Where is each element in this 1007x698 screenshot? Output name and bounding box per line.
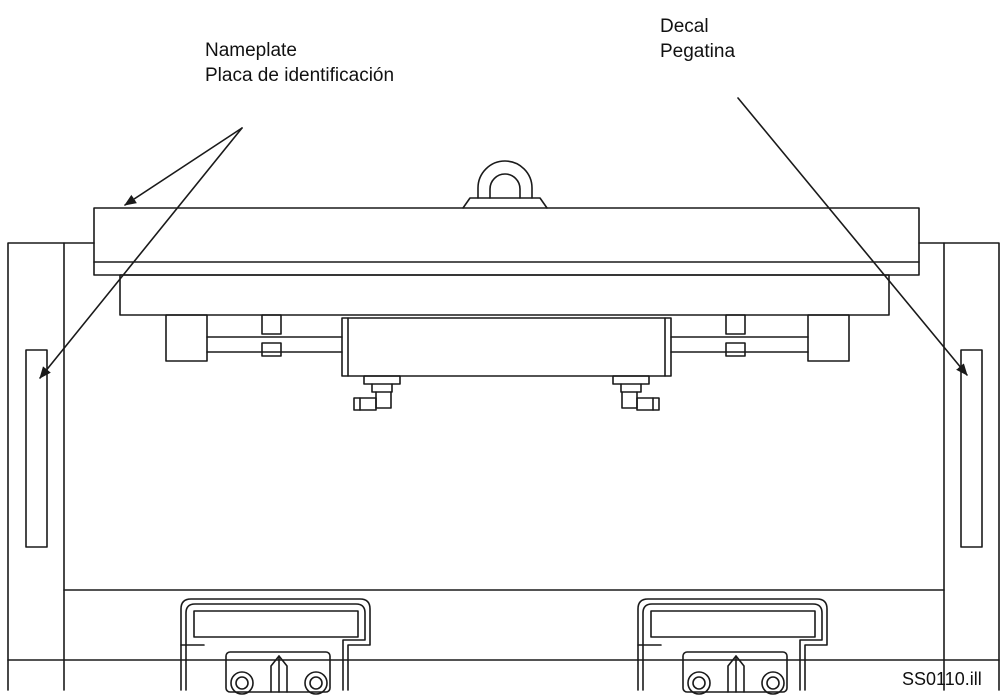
top-beam [93,207,920,276]
decal-label-english: Decal [660,16,709,37]
left-decal-panel [25,349,48,548]
right-mounting-bracket [637,598,828,695]
right-hydraulic-fitting [612,375,660,411]
hydraulic-cylinder [165,314,850,377]
left-mounting-bracket [180,598,371,695]
nameplate-leader-to-beam [124,127,243,206]
decal-leader-to-right-panel [737,97,968,376]
lower-crossbar [119,274,890,316]
nameplate-label-spanish: Placa de identificación [205,65,395,86]
outer-frame [7,242,1000,691]
lifting-eye [462,160,548,209]
decal-label: Decal Pegatina [660,14,735,64]
nameplate-label: Nameplate Placa de identificación [205,38,394,88]
nameplate-leader-to-left-panel [39,127,243,379]
right-decal-panel [960,349,983,548]
decal-label-spanish: Pegatina [660,41,736,62]
figure-id-label: SS0110.ill [902,669,982,689]
left-hydraulic-fitting [353,375,401,411]
nameplate-label-english: Nameplate [205,40,297,61]
